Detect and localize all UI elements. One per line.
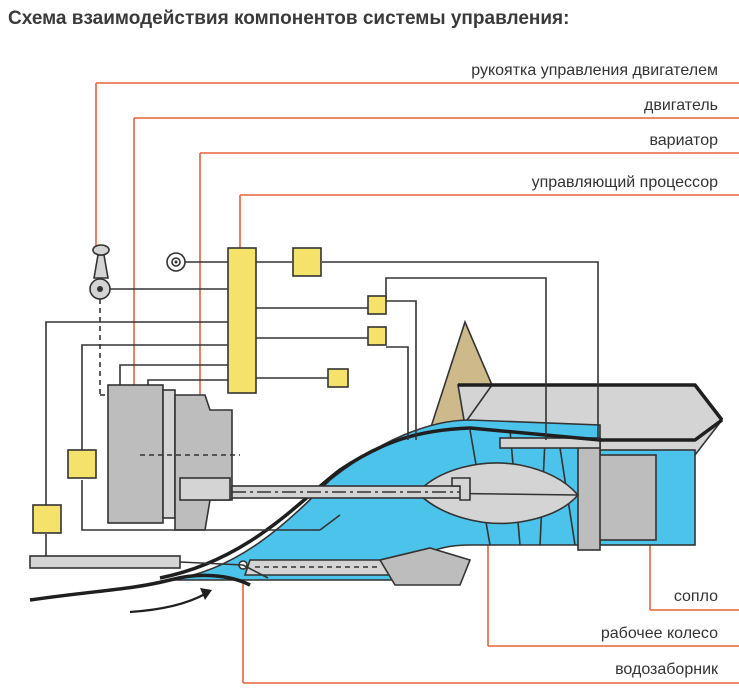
control-module-engine <box>67 449 97 479</box>
control-processor <box>227 247 257 394</box>
hull-outline <box>159 418 724 580</box>
throttle-handle <box>89 244 111 396</box>
control-module-top <box>292 247 322 277</box>
control-module-lower <box>367 326 387 346</box>
control-module-upper <box>367 295 387 315</box>
label-engine-text: двигатель <box>644 97 718 114</box>
diagram-title: Схема взаимодействия компонентов системы… <box>8 8 569 29</box>
label-water-intake: водозаборник <box>243 661 739 684</box>
water-intake-grate <box>238 547 472 586</box>
variator <box>140 394 240 531</box>
engine <box>107 384 176 524</box>
label-control-processor: управляющий процессор <box>240 174 739 196</box>
control-module-small <box>327 368 349 388</box>
label-variator: вариатор <box>200 132 739 154</box>
sensor-dial <box>166 252 186 272</box>
label-throttle-handle: рукоятка управления двигателем <box>96 62 739 84</box>
label-engine: двигатель <box>134 97 739 119</box>
drive-shaft <box>231 477 471 501</box>
label-throttle-handle-text: рукоятка управления двигателем <box>471 62 718 79</box>
label-impeller: рабочее колесо <box>488 625 739 647</box>
label-control-processor-text: управляющий процессор <box>532 174 719 191</box>
label-nozzle: сопло <box>650 588 739 611</box>
nozzle <box>577 439 657 551</box>
label-variator-text: вариатор <box>649 132 718 149</box>
label-impeller-text: рабочее колесо <box>601 625 718 642</box>
leader-lines <box>95 83 651 683</box>
control-wiring <box>45 261 599 556</box>
hull-stern <box>458 383 724 422</box>
hull-bottom <box>29 573 251 602</box>
label-water-intake-text: водозаборник <box>615 661 719 678</box>
label-nozzle-text: сопло <box>674 588 718 605</box>
water-flow-arrow <box>129 588 212 614</box>
steering-rod <box>29 555 244 569</box>
control-module-left <box>32 504 62 534</box>
control-modules <box>32 247 387 534</box>
